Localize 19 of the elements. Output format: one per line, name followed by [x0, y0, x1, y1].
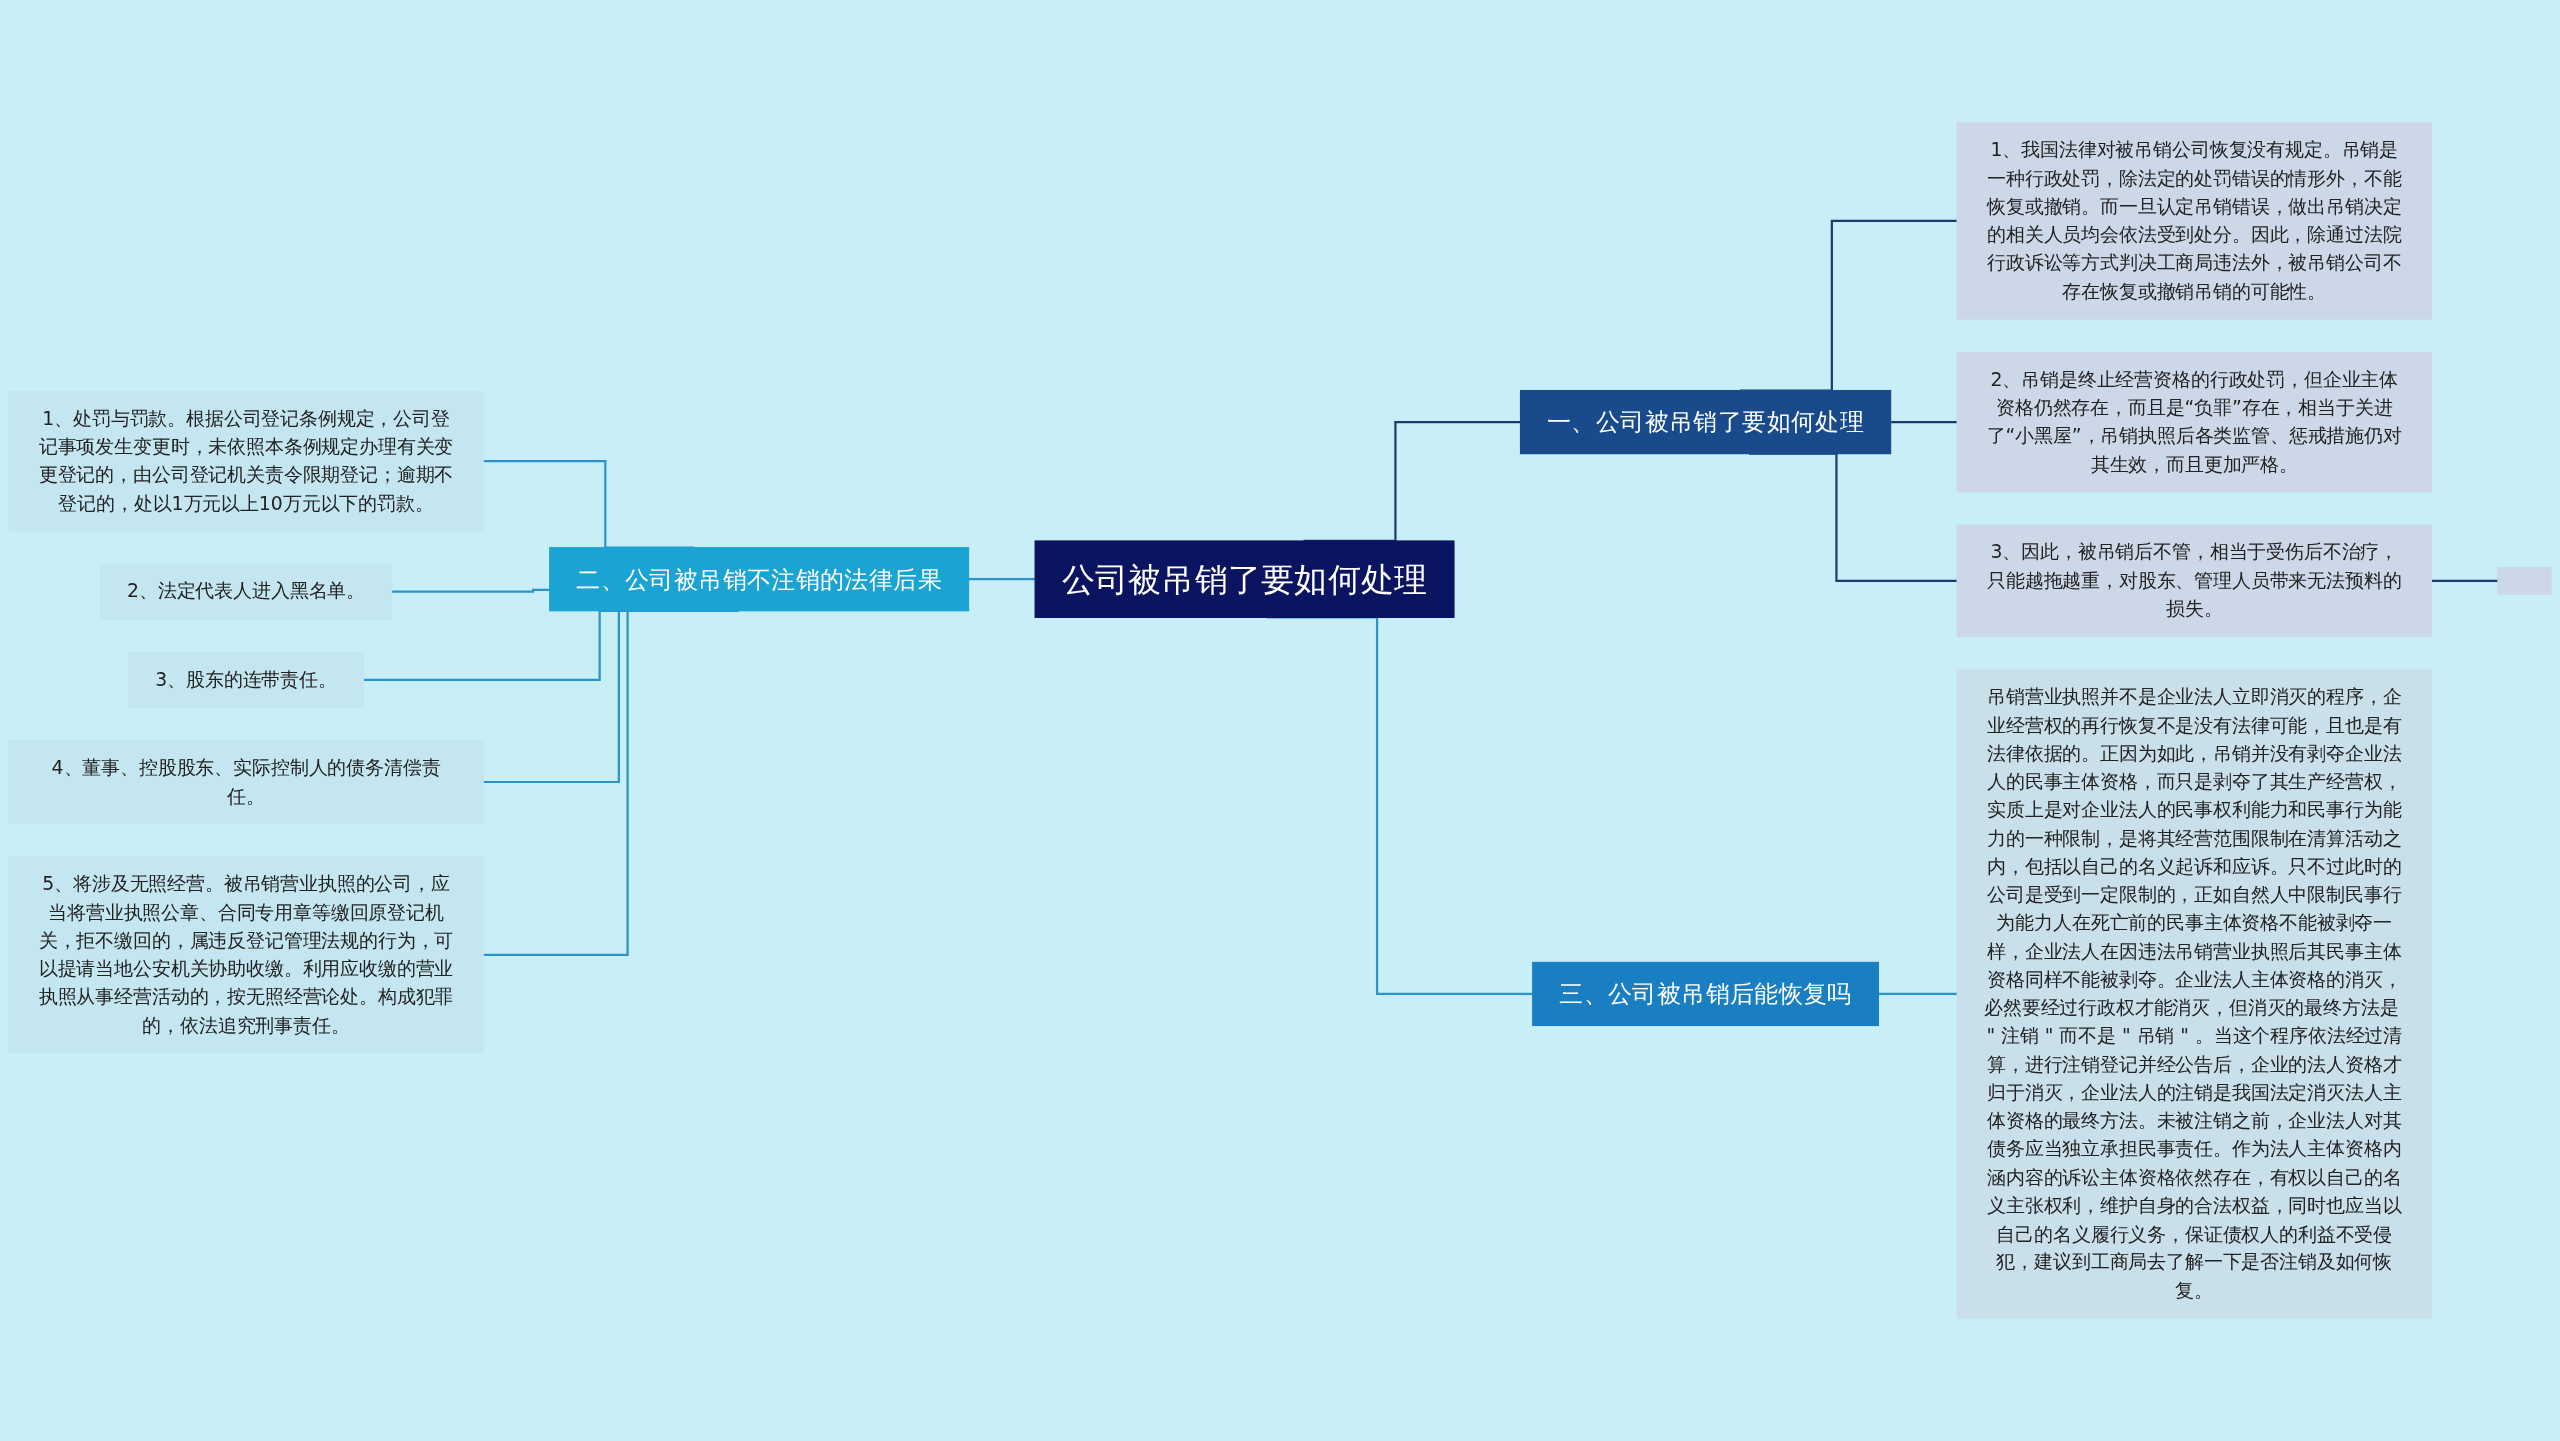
node-box: 3、股东的连带责任。 — [128, 651, 364, 708]
node-box: 2、吊销是终止经营资格的行政处罚，但企业主体资格仍然存在，而且是“负罪”存在，相当于关进了“小黑屋”，吊销执照后各类监管、惩戒措施仍对其生效，而且更加严格。 — [1956, 351, 2432, 493]
node-box: 1、我国法律对被吊销公司恢复没有规定。吊销是一种行政处罚，除法定的处罚错误的情形外，不能恢复或撤销。而一旦认定吊销错误，做出吊销决定的相关人员均会依法受到处分。因此，除通过法院行政诉讼等方式判决工商局违法外，被吊销公司不存在恢复或撤销吊销的可能性。 — [1956, 122, 2432, 320]
connector — [1878, 992, 1958, 996]
node-box: 5、将涉及无照经营。被吊销营业执照的公司，应当将营业执照公章、合同专用章等缴回原登记机关，拒不缴回的，属违反登记管理法规的行为，可以提请当地公安机关协助收缴。利用应收缴的营业执照从事经营活动的，按无照经营论处。构成犯罪的，依法追究刑事责任。 — [8, 856, 484, 1054]
connector — [1890, 421, 1958, 424]
node-box: 三、公司被吊销后能恢复吗 — [1532, 961, 1879, 1027]
node-box: 3、因此，被吊销后不管，相当于受伤后不治疗，只能越拖越重，对股东、管理人员带来无法预料的损失。 — [1956, 524, 2432, 638]
node-box — [2497, 567, 2552, 595]
connector — [2431, 579, 2498, 582]
connector — [968, 578, 1036, 581]
node-box: 一、公司被吊销了要如何处理 — [1519, 389, 1892, 455]
node-box: 二、公司被吊销不注销的法律后果 — [549, 547, 970, 612]
node-box: 4、董事、控股股东、实际控制人的债务清偿责任。 — [8, 739, 484, 825]
node-box: 吊销营业执照并不是企业法人立即消灭的程序，企业经营权的再行恢复不是没有法律可能，且也是有法律依据的。正因为如此，吊销并没有剥夺企业法人的民事主体资格，而只是剥夺了其生产经营权，实质上是对企业法人的民事权利能力和民事行为能力的一种限制，是将其经营范围限制在清算活动之内，包括以自己的名义起诉和应诉。只不过此时的公司是受到一定限制的，正如自然人中限制民事行为能力人在死亡前的民事主体资格不能被剥夺一样，企业法人在因违法吊销营业执照后其民事主体资格同样不能被剥夺。企业法人主体资格的消灭，必然要经过行政权才能消灭，但消灭的最终方法是 " 注销 " 而不是 " 吊销 " 。当这个程序依法经过清算，进行注销登记并经公告后，企业的法人资格才归于消灭，企业法人的注销是我国法定消灭法人主体资格的最终方法。未被注销之前，企业法人对其债务应当独立承担民事责任。作为法人主体资格内涵内容的诉讼主体资格依然存在，有权以自己的名义主张权利，维护自身的合法权益，同时也应当以自己的名义履行义务，保证债权人的利益不受侵犯，建议到工商局去了解一下是否注销及如何恢复。 — [1956, 669, 2432, 1319]
connector — [391, 588, 550, 593]
node-box: 公司被吊销了要如何处理 — [1034, 540, 1455, 618]
node-box: 1、处罚与罚款。根据公司登记条例规定，公司登记事项发生变更时，未依照本条例规定办理有关变更登记的，由公司登记机关责令限期登记；逾期不登记的，处以1万元以上10万元以下的罚款。 — [8, 390, 484, 532]
node-box: 2、法定代表人进入黑名单。 — [99, 563, 393, 620]
